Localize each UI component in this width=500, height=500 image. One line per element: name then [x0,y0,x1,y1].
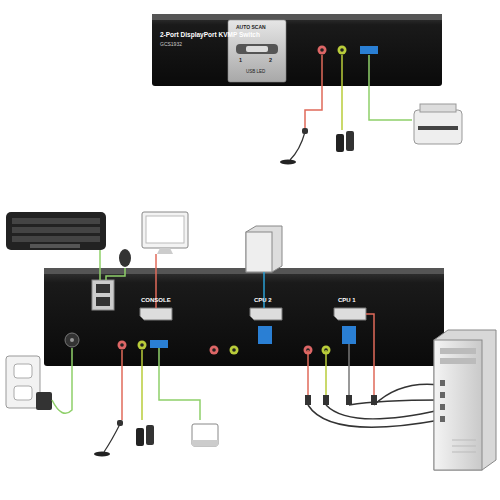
port-label: CPU 2 [254,297,272,303]
port-label: CPU 1 [338,297,356,303]
port-number: 2 [269,58,272,64]
model-number: GCS1932 [160,42,182,47]
button-label: AUTO SCAN [236,25,266,30]
port-label: CONSOLE [141,297,171,303]
port-number: 1 [239,58,242,64]
unit-title: 2-Port DisplayPort KVMP Switch [160,32,260,39]
button-label: USB LED [246,70,265,75]
